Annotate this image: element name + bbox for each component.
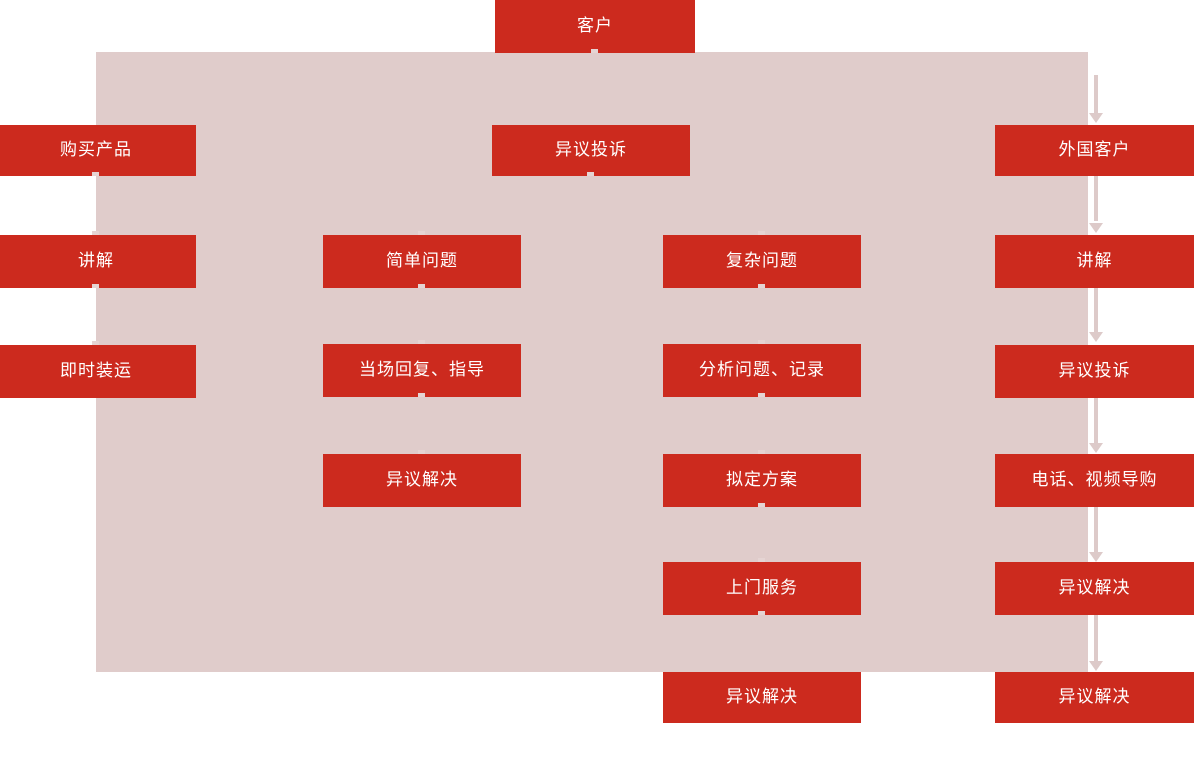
connector-nub (418, 393, 425, 397)
box-phone-video-shopping-guide-label: 电话、视频导购 (1031, 470, 1158, 490)
box-simple-issue[interactable]: 简单问题 (323, 235, 521, 288)
box-objection-resolved-complex-label: 异议解决 (726, 687, 798, 707)
box-immediate-shipment[interactable]: 即时装运 (0, 345, 196, 398)
box-onsite-reply-guidance[interactable]: 当场回复、指导 (323, 344, 521, 397)
connector-nub (758, 231, 765, 235)
arrow-connector-line (1094, 507, 1098, 552)
box-onsite-service[interactable]: 上门服务 (663, 562, 861, 615)
box-draft-plan[interactable]: 拟定方案 (663, 454, 861, 507)
box-foreign-customer-label: 外国客户 (1058, 140, 1131, 160)
arrow-connector-line (1094, 398, 1098, 443)
box-objection-resolved-foreign-2-label: 异议解决 (1058, 687, 1131, 707)
arrow-connector-head (1089, 661, 1103, 671)
connector-nub (587, 172, 594, 176)
box-complex-issue-label: 复杂问题 (726, 251, 798, 271)
box-explain-1[interactable]: 讲解 (0, 235, 196, 288)
connector-nub (758, 611, 765, 615)
box-phone-video-shopping-guide[interactable]: 电话、视频导购 (995, 454, 1194, 507)
box-analyze-record[interactable]: 分析问题、记录 (663, 344, 861, 397)
box-explain-1-label: 讲解 (78, 251, 114, 271)
connector-nub (92, 284, 99, 288)
connector-nub (758, 558, 765, 562)
arrow-connector-line (1094, 176, 1098, 221)
connector-nub (758, 393, 765, 397)
box-objection-complaint-foreign[interactable]: 异议投诉 (995, 345, 1194, 398)
box-objection-resolved-simple[interactable]: 异议解决 (323, 454, 521, 507)
box-objection-complaint-foreign-label: 异议投诉 (1058, 361, 1131, 381)
arrow-connector-head (1089, 223, 1103, 233)
connector-nub (591, 49, 598, 53)
box-immediate-shipment-label: 即时装运 (60, 361, 132, 381)
arrow-connector-line (1094, 288, 1098, 332)
box-objection-resolved-foreign-1-label: 异议解决 (1058, 578, 1131, 598)
connector-nub (418, 231, 425, 235)
connector-nub (758, 340, 765, 344)
box-objection-complaint-center-label: 异议投诉 (555, 140, 627, 160)
connector-nub (758, 450, 765, 454)
connector-nub (758, 284, 765, 288)
arrow-connector-head (1089, 332, 1103, 342)
connector-nub (92, 341, 99, 345)
box-explain-2-label: 讲解 (1076, 251, 1113, 271)
box-objection-resolved-simple-label: 异议解决 (386, 470, 458, 490)
box-simple-issue-label: 简单问题 (386, 251, 458, 271)
arrow-connector-head (1089, 113, 1103, 123)
box-purchase-product-label: 购买产品 (60, 140, 132, 160)
connector-nub (418, 450, 425, 454)
box-onsite-reply-guidance-label: 当场回复、指导 (359, 360, 485, 380)
box-complex-issue[interactable]: 复杂问题 (663, 235, 861, 288)
box-objection-resolved-foreign-1[interactable]: 异议解决 (995, 562, 1194, 615)
customer-box-label: 客户 (577, 16, 613, 36)
box-draft-plan-label: 拟定方案 (726, 470, 798, 490)
connector-nub (418, 284, 425, 288)
arrow-connector-line (1094, 75, 1098, 113)
arrow-connector-head (1089, 552, 1103, 562)
box-analyze-record-label: 分析问题、记录 (699, 360, 825, 380)
connector-nub (92, 172, 99, 176)
box-objection-resolved-foreign-2[interactable]: 异议解决 (995, 672, 1194, 723)
arrow-connector-line (1094, 615, 1098, 663)
box-purchase-product[interactable]: 购买产品 (0, 125, 196, 176)
box-objection-resolved-complex[interactable]: 异议解决 (663, 672, 861, 723)
connector-nub (758, 503, 765, 507)
box-foreign-customer[interactable]: 外国客户 (995, 125, 1194, 176)
customer-box[interactable]: 客户 (495, 0, 695, 53)
box-onsite-service-label: 上门服务 (726, 578, 798, 598)
connector-nub (92, 231, 99, 235)
arrow-connector-head (1089, 443, 1103, 453)
box-explain-2[interactable]: 讲解 (995, 235, 1194, 288)
connector-nub (418, 340, 425, 344)
box-objection-complaint-center[interactable]: 异议投诉 (492, 125, 690, 176)
